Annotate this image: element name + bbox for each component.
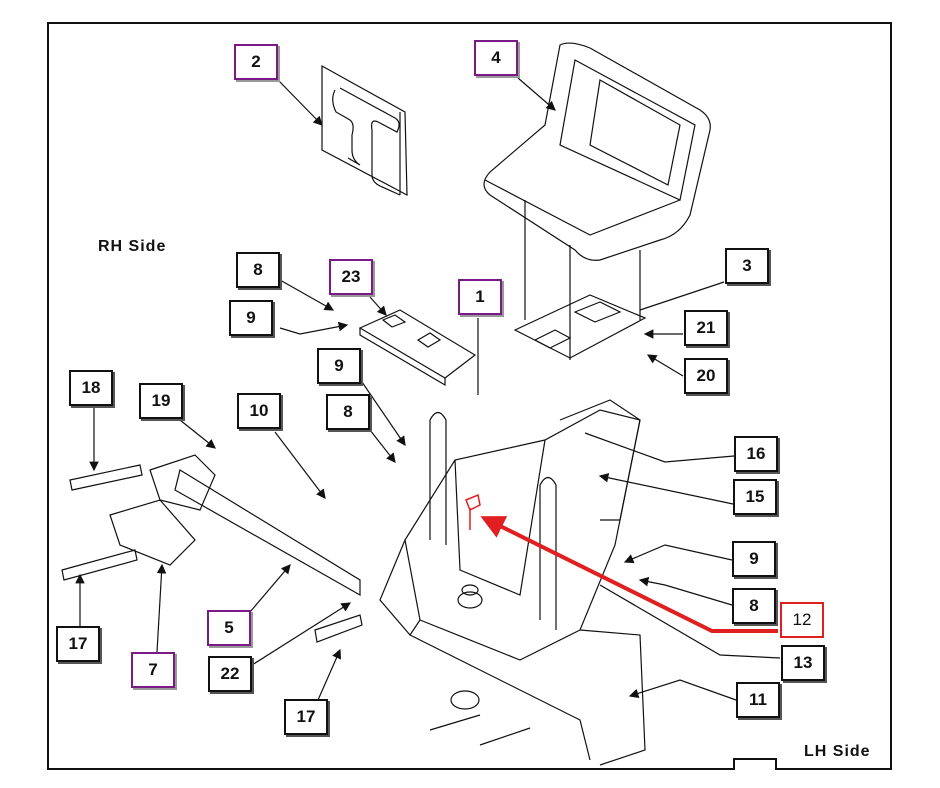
callout-23[interactable]: 23 (329, 259, 373, 295)
callout-13[interactable]: 13 (781, 645, 825, 681)
seat-part (483, 42, 711, 261)
diagram-frame (47, 22, 892, 770)
callout-7[interactable]: 7 (131, 652, 175, 688)
callout-17[interactable]: 17 (56, 626, 100, 662)
callout-17[interactable]: 17 (284, 699, 328, 735)
callout-4[interactable]: 4 (474, 40, 518, 76)
callout-2[interactable]: 2 (234, 44, 278, 80)
bracket-plate-part (358, 309, 477, 387)
leader-lines (75, 77, 781, 701)
main-frame-part (379, 399, 646, 766)
axle-assembly-part (61, 454, 531, 746)
callout-9[interactable]: 9 (229, 300, 273, 336)
callout-15[interactable]: 15 (733, 479, 777, 515)
callout-16[interactable]: 16 (734, 436, 778, 472)
highlighted-part-12 (465, 493, 778, 633)
callout-12[interactable]: 12 (780, 602, 824, 638)
callout-21[interactable]: 21 (684, 310, 728, 346)
rh-side-label: RH Side (98, 238, 167, 255)
callout-8[interactable]: 8 (236, 252, 280, 288)
callout-18[interactable]: 18 (69, 370, 113, 406)
lh-side-label: LH Side (804, 743, 871, 760)
callout-10[interactable]: 10 (237, 393, 281, 429)
callout-3[interactable]: 3 (725, 248, 769, 284)
callout-19[interactable]: 19 (139, 383, 183, 419)
seat-plate-part (513, 200, 647, 360)
callout-20[interactable]: 20 (684, 358, 728, 394)
callout-22[interactable]: 22 (208, 656, 252, 692)
callout-8[interactable]: 8 (732, 588, 776, 624)
callout-11[interactable]: 11 (736, 682, 780, 718)
callout-8[interactable]: 8 (326, 394, 370, 430)
side-panel-part (321, 64, 408, 197)
callout-partial (733, 758, 777, 770)
callout-5[interactable]: 5 (207, 610, 251, 646)
callout-1[interactable]: 1 (458, 279, 502, 315)
callout-9[interactable]: 9 (732, 541, 776, 577)
callout-9[interactable]: 9 (317, 348, 361, 384)
